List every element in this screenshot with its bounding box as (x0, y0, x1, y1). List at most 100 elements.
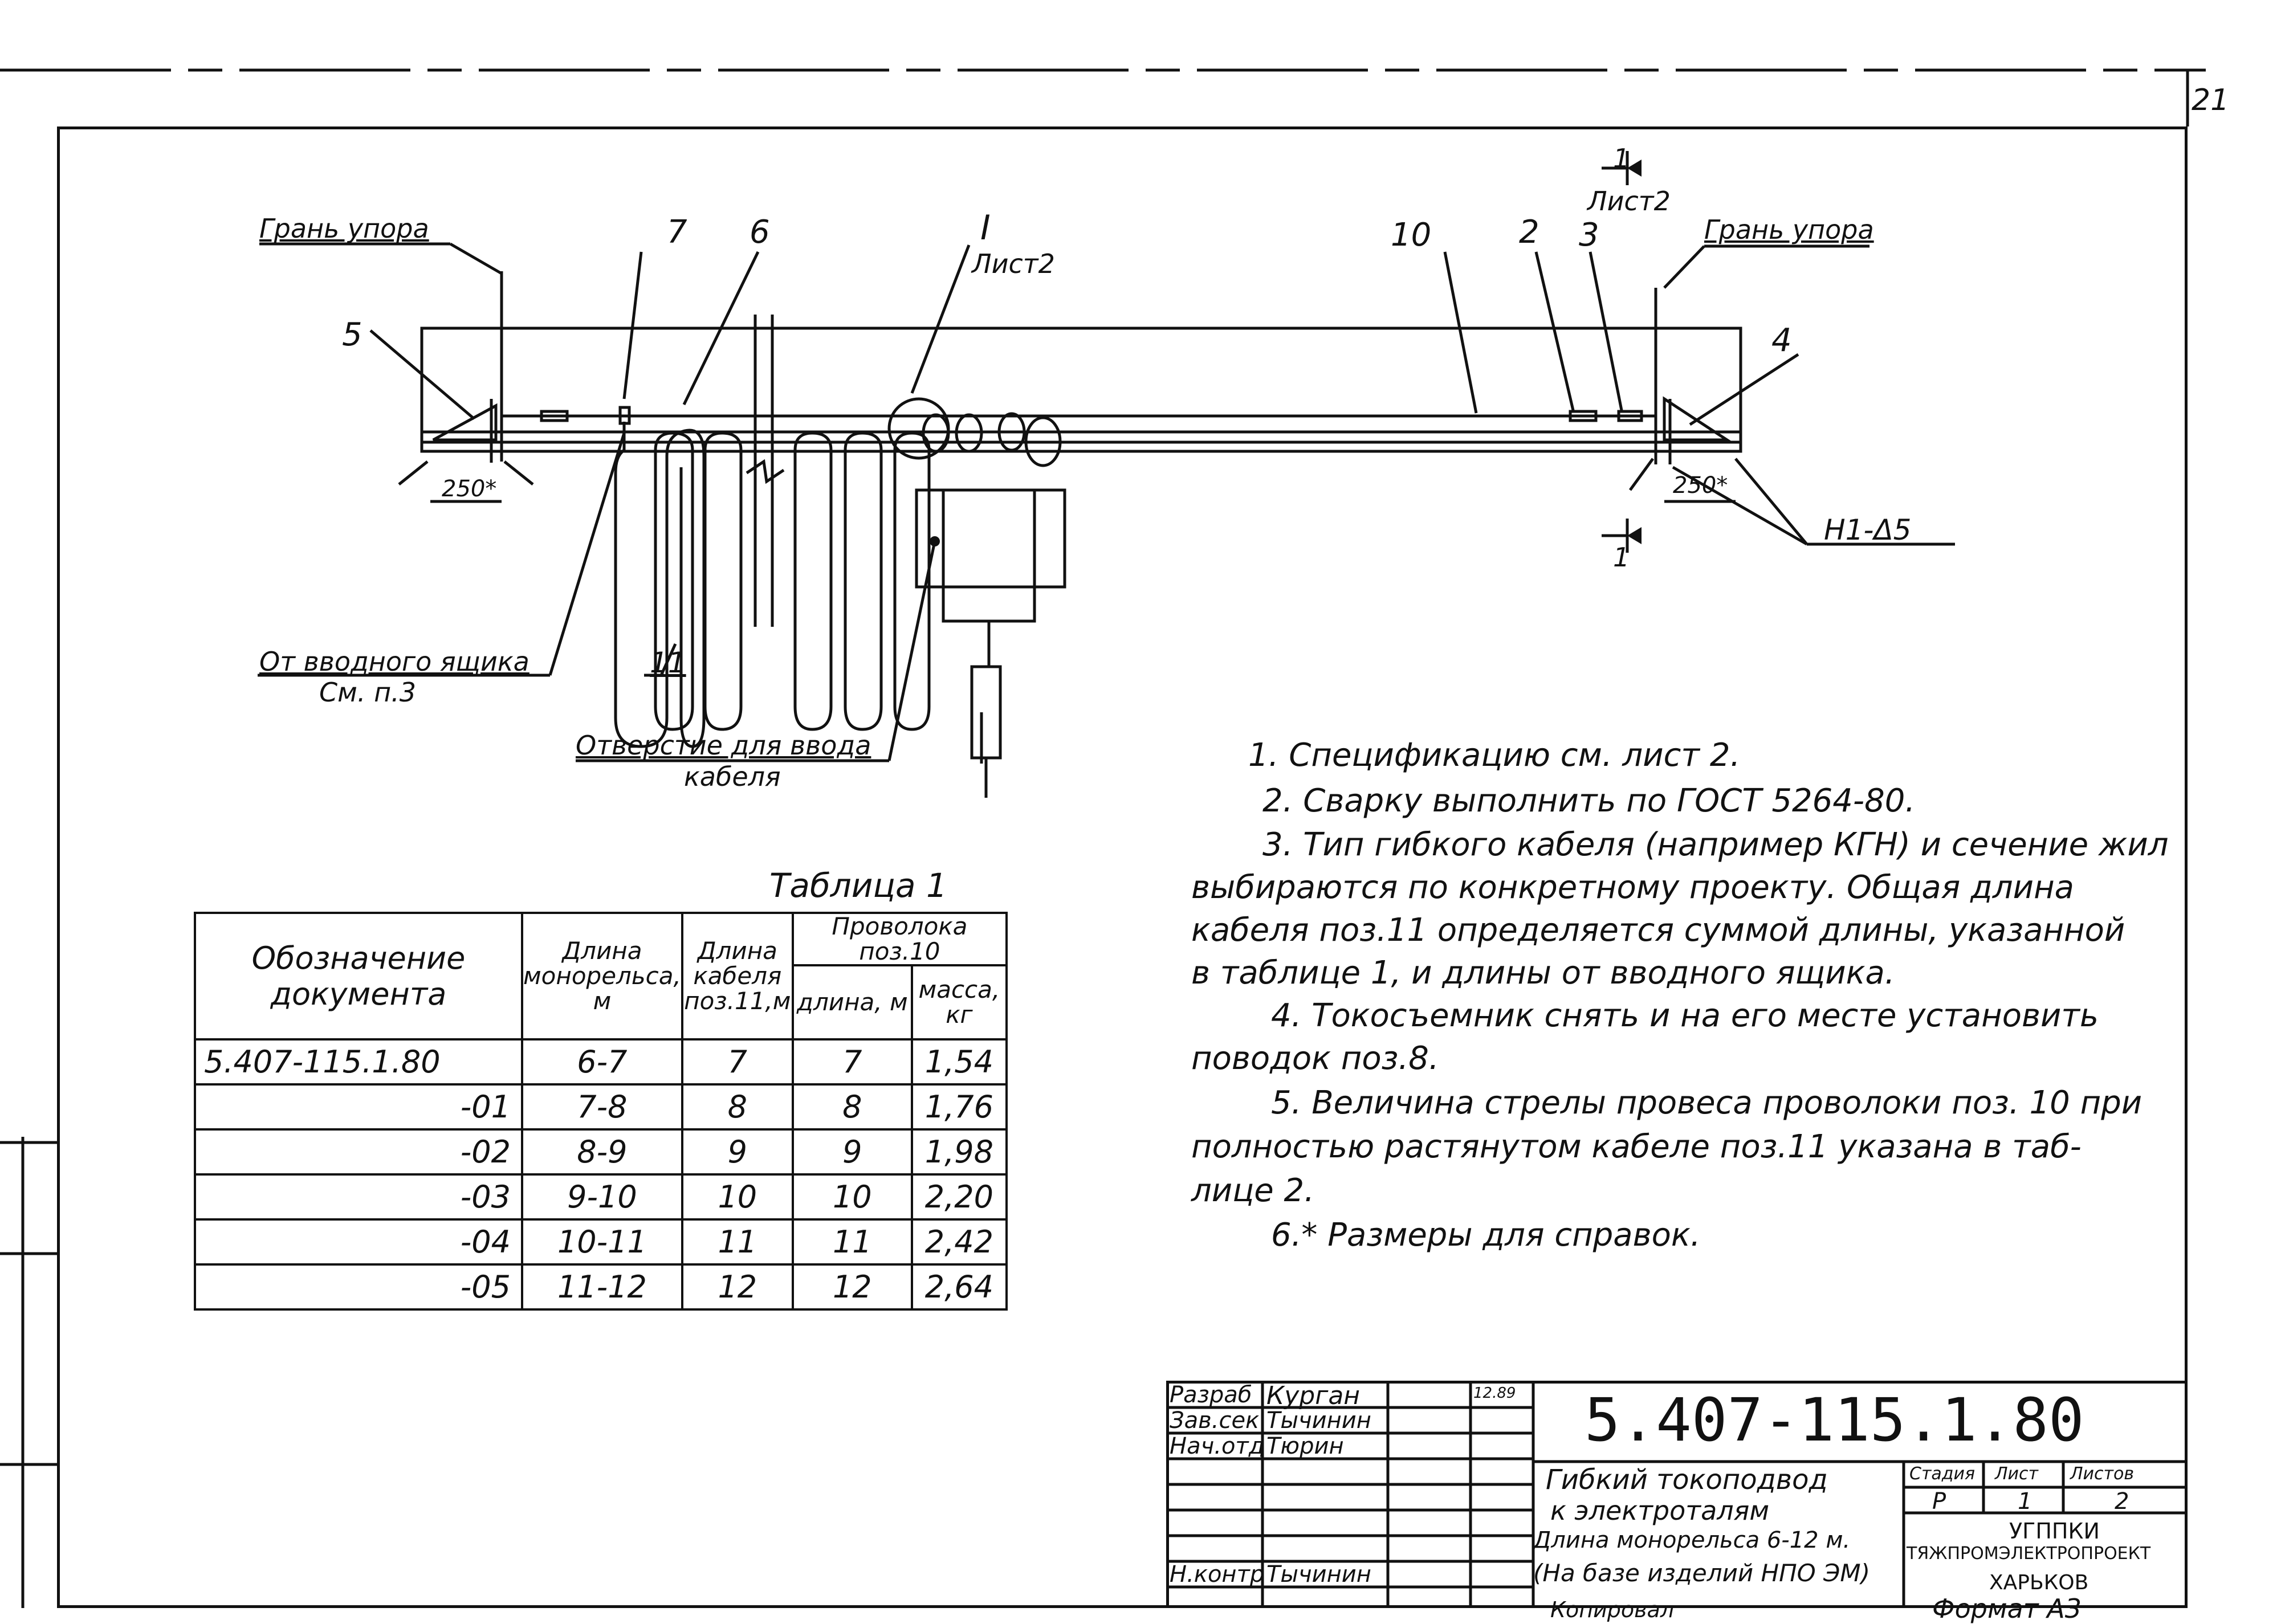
note-4-cont: поводок поз.8. (1191, 1040, 1439, 1077)
title-line-4: (На базе изделий НПО ЭМ) (1533, 1559, 1871, 1587)
cell-cable: 7 (681, 1038, 794, 1086)
dimension-right-250: 250* (1673, 472, 1728, 499)
note-5-cont-2: лице 2. (1191, 1172, 1314, 1209)
name-head-sector: Тычинин (1266, 1407, 1371, 1434)
title-block (1166, 1381, 2188, 1608)
name-norm-control: Тычинин (1266, 1561, 1371, 1588)
header-cable-length: Длина кабеля поз.11,м (681, 911, 794, 1041)
cell-monorail: 9-10 (521, 1173, 683, 1221)
position-10-label: 10 (1391, 217, 1432, 254)
sheets-value: 2 (2115, 1488, 2129, 1515)
title-line-2: к электроталям (1550, 1495, 1770, 1526)
cell-wire-mass: 1,54 (910, 1038, 1008, 1086)
cell-code: -05 (194, 1263, 523, 1311)
cell-code: -01 (194, 1083, 523, 1131)
see-note-3-label: См. п.3 (319, 677, 417, 708)
organization-line-3: ХАРЬКОВ (1989, 1571, 2089, 1594)
cell-cable: 11 (681, 1218, 794, 1266)
header-wire-length: длина, м (791, 964, 913, 1041)
date: 12.89 (1473, 1385, 1516, 1402)
cell-code: -04 (194, 1218, 523, 1266)
table-row: -02 8-9 9 9 1,98 (194, 1128, 1008, 1176)
cell-monorail: 11-12 (521, 1263, 683, 1311)
cell-wire-mass: 2,42 (910, 1218, 1008, 1266)
right-stop-face-label: Грань упора (1704, 214, 1874, 245)
table-1: Обозначение документа Длина монорельса, … (194, 911, 1008, 1311)
name-head-dept: Тюрин (1266, 1433, 1344, 1459)
copied-by-label: Копировал (1550, 1597, 1675, 1622)
cell-wire-length: 8 (791, 1083, 913, 1131)
note-3-cont-2: кабеля поз.11 определяется суммой длины,… (1191, 912, 2125, 949)
cell-wire-mass: 2,64 (910, 1263, 1008, 1311)
sheet-corner-number: 21 (2192, 83, 2230, 117)
cell-cable: 8 (681, 1083, 794, 1131)
table-row: -03 9-10 10 10 2,20 (194, 1173, 1008, 1221)
organization-line-2: ТЯЖПРОМЭЛЕКТРОПРОЕКТ (1907, 1544, 2151, 1564)
note-4: 4. Токосъемник снять и на его месте уста… (1271, 997, 2099, 1034)
note-1: 1. Спецификацию см. лист 2. (1248, 737, 1741, 774)
table-row: -04 10-11 11 11 2,42 (194, 1218, 1008, 1266)
position-2-label: 2 (1519, 214, 1539, 251)
title-line-1: Гибкий токоподвод (1546, 1464, 1828, 1496)
role-head-sector: Зав.сек (1170, 1407, 1260, 1434)
cell-wire-mass: 2,20 (910, 1173, 1008, 1221)
cell-cable: 12 (681, 1263, 794, 1311)
cable-entry-hole-label: Отверстие для ввода (576, 730, 871, 761)
cell-wire-length: 7 (791, 1038, 913, 1086)
role-developer: Разраб (1170, 1382, 1252, 1408)
cell-wire-mass: 1,98 (910, 1128, 1008, 1176)
position-3-label: 3 (1579, 217, 1599, 254)
view-I-label: I (980, 208, 991, 248)
stage-value: Р (1932, 1488, 1946, 1515)
note-5-cont-1: полностью растянутом кабеле поз.11 указа… (1191, 1128, 2082, 1165)
note-3-cont-1: выбираются по конкретному проекту. Общая… (1191, 869, 2074, 906)
monorail-beam (420, 327, 1742, 453)
sheets-label: Листов (2070, 1464, 2135, 1484)
cell-code: 5.407-115.1.80 (194, 1038, 523, 1086)
note-3-cont-3: в таблице 1, и длины от вводного ящика. (1191, 954, 1895, 991)
left-stop-face-label: Грань упора (259, 213, 429, 244)
table-row: 5.407-115.1.80 6-7 7 7 1,54 (194, 1038, 1008, 1086)
view-I-sheet-ref: Лист2 (972, 248, 1055, 279)
section-1-bottom-number: 1 (1613, 542, 1630, 573)
table-row: -05 11-12 12 12 2,64 (194, 1263, 1008, 1311)
position-7-label: 7 (667, 214, 687, 251)
stage-label: Стадия (1909, 1464, 1976, 1484)
from-input-box-label: От вводного ящика (259, 646, 529, 677)
cell-wire-mass: 1,76 (910, 1083, 1008, 1131)
cell-code: -03 (194, 1173, 523, 1221)
section-1-top-number: 1 (1613, 143, 1630, 174)
header-designation: Обозначение документа (194, 911, 523, 1041)
cell-code: -02 (194, 1128, 523, 1176)
position-11-label: 11 (650, 646, 686, 679)
format-label: Формат А3 (1932, 1593, 2082, 1624)
header-monorail-length: Длина монорельса, м (521, 911, 683, 1041)
dimension-left-250: 250* (442, 476, 497, 502)
title-line-3: Длина монорельса 6-12 м. (1533, 1527, 1851, 1553)
sheet-label: Лист (1995, 1464, 2039, 1484)
note-6: 6.* Размеры для справок. (1271, 1217, 1701, 1254)
cell-cable: 10 (681, 1173, 794, 1221)
cell-wire-length: 12 (791, 1263, 913, 1311)
note-2: 2. Сварку выполнить по ГОСТ 5264-80. (1262, 782, 1916, 819)
document-number: 5.407-115.1.80 (1585, 1385, 2084, 1455)
header-wire-mass: масса, кг (910, 964, 1008, 1041)
header-wire-group: Проволока поз.10 (791, 911, 1008, 967)
cell-monorail: 7-8 (521, 1083, 683, 1131)
organization-line-1: УГППКИ (2009, 1519, 2100, 1544)
position-6-label: 6 (750, 214, 770, 251)
table-1-caption: Таблица 1 (769, 866, 947, 905)
cell-monorail: 10-11 (521, 1218, 683, 1266)
name-developer: Курган (1266, 1381, 1361, 1410)
sheet-value: 1 (2018, 1488, 2033, 1515)
table-row: -01 7-8 8 8 1,76 (194, 1083, 1008, 1131)
cell-monorail: 8-9 (521, 1128, 683, 1176)
role-head-dept: Нач.отд (1170, 1433, 1265, 1459)
cell-cable: 9 (681, 1128, 794, 1176)
note-5: 5. Величина стрелы провеса проволоки поз… (1271, 1084, 2143, 1121)
section-sheet-ref: Лист2 (1587, 186, 1671, 217)
role-norm-control: Н.контр (1170, 1561, 1265, 1588)
cell-wire-length: 9 (791, 1128, 913, 1176)
cell-monorail: 6-7 (521, 1038, 683, 1086)
